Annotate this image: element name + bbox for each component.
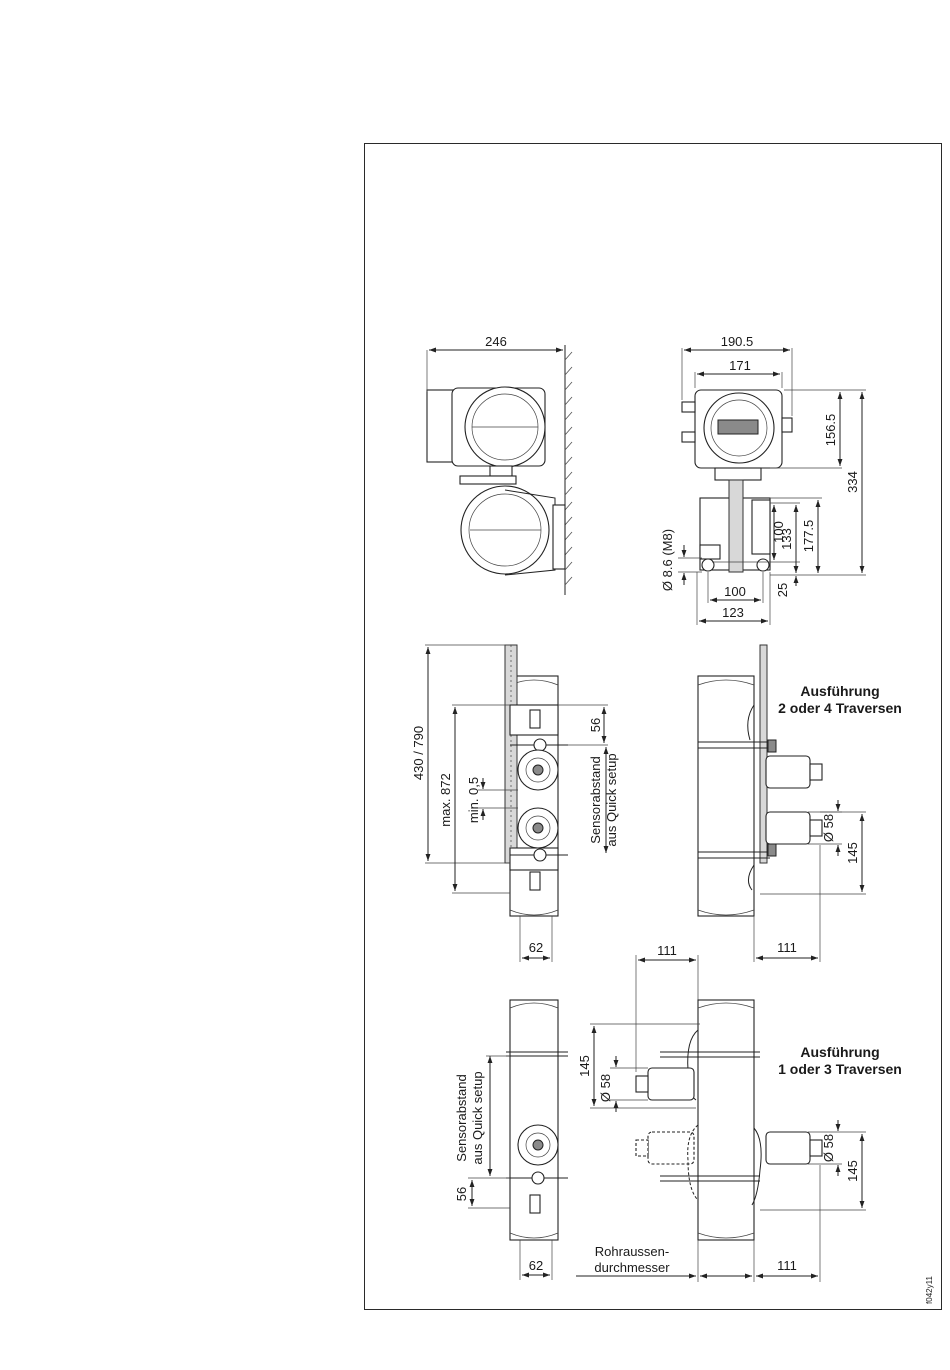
dim-56a: 56	[588, 718, 603, 732]
sensor-pipe-side-view-b: Sensorabstand aus Quick setup 56 62	[454, 1000, 568, 1280]
dim-145b: 145	[577, 1055, 592, 1077]
dim-111c: 111	[777, 1258, 797, 1273]
variant-a-title-line2: 2 oder 4 Traversen	[778, 700, 902, 716]
dim-334: 334	[845, 471, 860, 493]
dim-145a: 145	[845, 842, 860, 864]
dim-171: 171	[729, 358, 751, 373]
figure-code: f042y11	[925, 1276, 934, 1304]
sensor-distance-line1: Sensorabstand	[588, 756, 603, 843]
dim-190-5: 190.5	[721, 334, 754, 349]
variant-a-title-line1: Ausführung	[800, 683, 879, 699]
dim-111a: 111	[657, 943, 677, 958]
transmitter-front-view: 190.5 171 156.5 334 177.5 133 100 25 Ø 8…	[660, 334, 866, 625]
dim-100b: 100	[724, 584, 746, 599]
dim-min-0-5: min. 0,5	[466, 777, 481, 823]
transmitter-side-view: 246	[427, 334, 572, 595]
dim-62b: 62	[529, 1258, 543, 1273]
sensor-distance-line2: aus Quick setup	[604, 753, 619, 846]
sensor-distance-b-line1: Sensorabstand	[454, 1074, 469, 1161]
dim-max-872: max. 872	[438, 773, 453, 826]
variant-b-title-line2: 1 oder 3 Traversen	[778, 1061, 902, 1077]
sensor-pipe-front-view-a: Ausführung 2 oder 4 Traversen Ø 58 145 1…	[698, 645, 902, 962]
pipe-diameter-line2: durchmesser	[594, 1260, 670, 1275]
dim-62a: 62	[529, 940, 543, 955]
dim-58a: Ø 58	[821, 814, 836, 842]
dim-25: 25	[775, 583, 790, 597]
dim-156-5: 156.5	[823, 414, 838, 447]
dim-100a: 100	[771, 521, 786, 543]
dim-123: 123	[722, 605, 744, 620]
sensor-pipe-front-view-b: Ausführung 1 oder 3 Traversen 145 Ø 58 Ø…	[576, 1000, 902, 1282]
dim-430-790: 430 / 790	[411, 726, 426, 780]
sensor-distance-b-line2: aus Quick setup	[470, 1071, 485, 1164]
dim-111b: 111	[777, 940, 797, 955]
dim-145c: 145	[845, 1160, 860, 1182]
dim-111-top: 111	[636, 943, 698, 1072]
pipe-diameter-line1: Rohraussen-	[595, 1244, 669, 1259]
dim-56b: 56	[454, 1187, 469, 1201]
dim-177-5: 177.5	[801, 520, 816, 553]
dim-58b: Ø 58	[598, 1074, 613, 1102]
dim-246: 246	[485, 334, 507, 349]
variant-b-title-line1: Ausführung	[800, 1044, 879, 1060]
dim-8-6-m8: Ø 8.6 (M8)	[660, 529, 675, 591]
sensor-pipe-side-view-a: 430 / 790 max. 872 min. 0,5 56 Sensorabs…	[411, 645, 619, 962]
dim-58c: Ø 58	[821, 1134, 836, 1162]
